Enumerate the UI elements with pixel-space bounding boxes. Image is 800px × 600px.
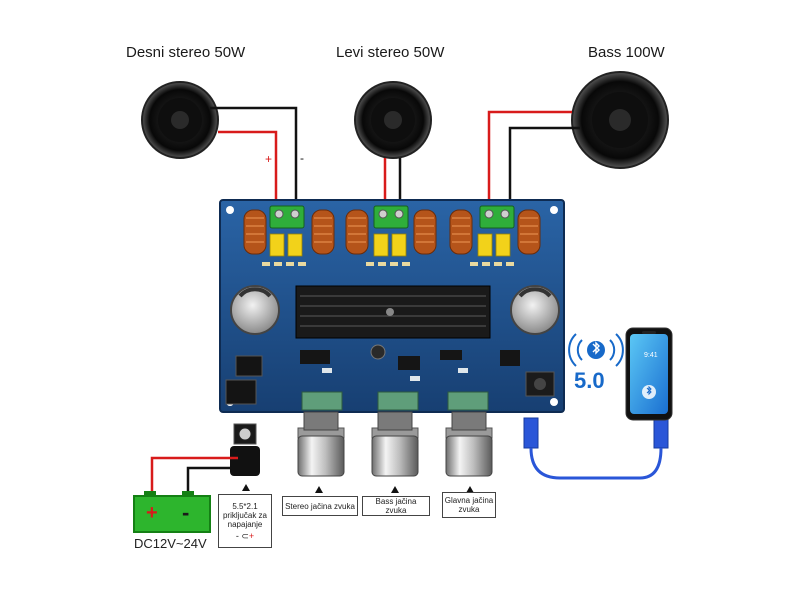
smartphone: [625, 327, 673, 421]
knob-stereo: [297, 411, 345, 477]
speaker-label-right: Desni stereo 50W: [126, 44, 246, 61]
knob-bass: [371, 411, 419, 477]
knob-master: [445, 411, 493, 477]
speaker-label-left: Levi stereo 50W: [336, 44, 445, 61]
speaker-right: [141, 81, 219, 159]
power-jack-arrow: [242, 484, 250, 491]
minus-sign-right-speaker: -: [300, 151, 304, 165]
speaker-bass: [571, 71, 669, 169]
plus-sign-right-speaker: +: [265, 152, 273, 166]
heatsink: [295, 285, 491, 339]
knob-bass-label: Bass jačina zvuka: [362, 496, 430, 516]
knob-master-label: Glavna jačina zvuka: [442, 492, 496, 518]
battery-wires: [150, 456, 238, 496]
knob-stereo-arrow: [315, 486, 323, 493]
speaker-wires: [210, 106, 580, 212]
knob-master-arrow: [466, 486, 474, 493]
battery: [133, 491, 211, 533]
phone-time: 9:41: [644, 352, 658, 359]
dc-plug: [230, 423, 260, 476]
battery-voltage-label: DC12V~24V: [134, 536, 207, 551]
knob-bass-arrow: [391, 486, 399, 493]
battery-plus-label: +: [146, 502, 158, 524]
power-jack-label-text: 5.5*2.1 priključak za napajanje: [222, 501, 267, 529]
electrolytic-capacitors: [230, 285, 560, 335]
usb-cable: [523, 417, 669, 480]
speaker-left: [354, 81, 432, 159]
bluetooth-icon: [568, 333, 624, 367]
film-capacitors: [269, 233, 511, 257]
inductors: [243, 209, 541, 255]
power-jack-label: 5.5*2.1 priključak za napajanje - ⊂+: [218, 494, 272, 548]
battery-minus-label: -: [182, 500, 190, 525]
speaker-label-bass: Bass 100W: [588, 44, 665, 61]
bluetooth-version: 5.0: [574, 368, 605, 393]
power-jack-polarity-icon: - ⊂+: [235, 530, 255, 541]
amplifier-board: [219, 199, 565, 413]
knob-stereo-label: Stereo jačina zvuka: [282, 496, 358, 516]
